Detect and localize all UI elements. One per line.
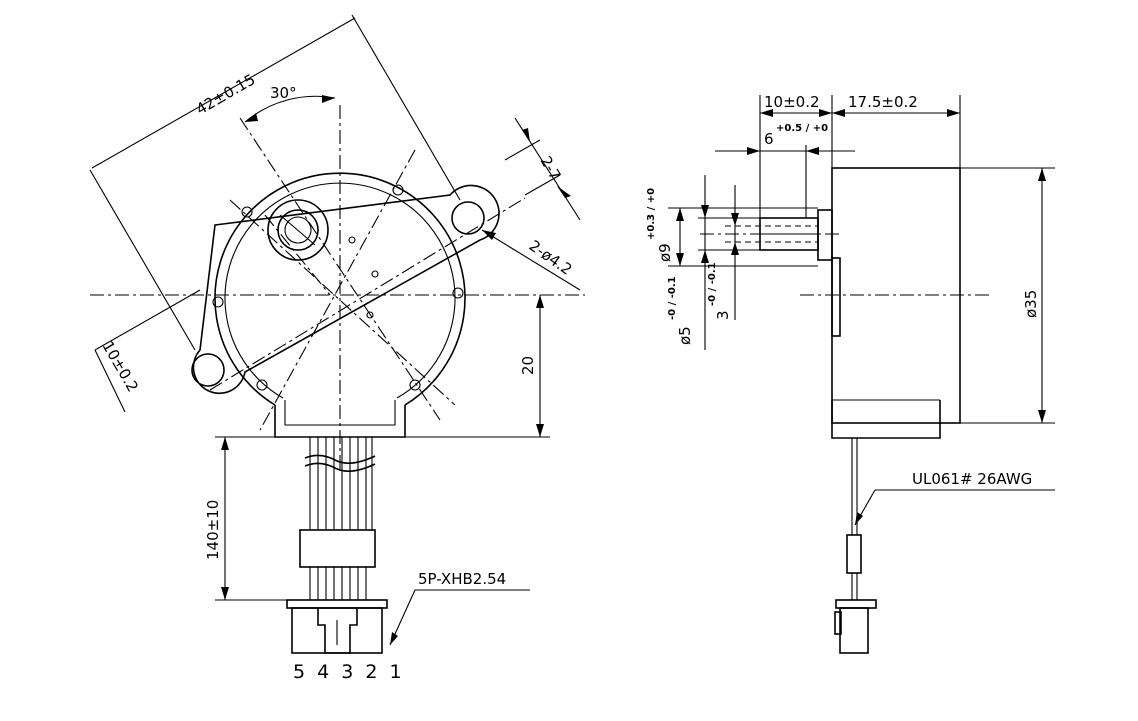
dim-20-arrow-top — [536, 295, 544, 308]
shaft-radial-centerline — [264, 214, 331, 296]
motor-body-inner-ring — [224, 182, 456, 399]
lead-wires — [304, 437, 376, 600]
side-connector-top — [835, 599, 877, 609]
hole-leader-arrow — [482, 230, 496, 240]
dim-2-7-arrow-a — [522, 128, 530, 142]
ext-10-a — [94, 289, 201, 351]
notch-6 — [409, 379, 421, 391]
dim-boss-dia: ø9 — [656, 243, 674, 262]
small-hole-2 — [371, 270, 379, 278]
dim-boss-dia-tol: +0.3 / +0 — [646, 188, 657, 240]
ext-2-7-b — [524, 174, 561, 196]
ext-line-42a — [89, 169, 196, 351]
ext-line-42b — [351, 14, 461, 201]
mount-hole-left — [191, 353, 225, 387]
dim-shaft-dia: ø5 — [676, 326, 694, 345]
notch-1 — [241, 206, 253, 218]
lead-exit-tab — [274, 405, 406, 438]
lead-exit-tab-inner — [284, 400, 396, 426]
dim-shaft-length: 10±0.2 — [764, 93, 820, 111]
side-view: UL061# 26AWG 10±0.2 17.5±0.2 6 +0.5 / +0… — [646, 93, 1055, 654]
wire-leader-arrow — [855, 512, 863, 525]
dim-140-text: 140±10 — [204, 500, 222, 560]
motor-body-outline — [214, 172, 466, 406]
diagonal-centerline-c — [229, 199, 456, 406]
connector-body — [286, 599, 388, 654]
small-hole-3 — [366, 311, 374, 319]
shaft-boss-inner — [277, 209, 319, 251]
notch-5 — [256, 379, 268, 391]
dim-flat-width: 3 — [714, 310, 732, 320]
dim-body-depth: 17.5±0.2 — [848, 93, 918, 111]
dim-140-arrow-top — [221, 437, 229, 450]
wire-spec: UL061# 26AWG — [912, 470, 1032, 488]
dim-line-42 — [91, 17, 356, 169]
side-boss — [817, 209, 833, 261]
dim-body-dia: ø35 — [1022, 290, 1040, 318]
connector-leader-arrow — [390, 632, 398, 645]
dim-20-arrow-bottom — [536, 424, 544, 437]
front-view: 5 4 3 2 1 5P-XHB2.54 42±0.15 30° 2-7 2-ø… — [89, 14, 585, 683]
notch-3 — [452, 287, 464, 299]
dim-10-text: 10±0.2 — [99, 338, 142, 395]
side-front-plate — [831, 257, 841, 337]
shaft-circle — [284, 216, 312, 244]
heat-shrink-sleeve — [299, 529, 376, 568]
angle-arrow-right — [322, 95, 335, 103]
side-lead-tab — [831, 400, 941, 439]
dim-2-7-arrow-b — [557, 186, 571, 198]
mount-axis-centerline — [209, 197, 526, 391]
diagonal-centerline-a — [239, 117, 441, 421]
shaft-flat-line — [279, 214, 316, 246]
ext-2-7-a — [504, 139, 541, 161]
dim-30-text: 30° — [270, 84, 297, 102]
connector-label: 5P-XHB2.54 — [418, 570, 506, 588]
pin-numbers: 5 4 3 2 1 — [293, 661, 405, 683]
diagonal-centerline-b — [259, 149, 416, 431]
dim-42-text: 42±0.15 — [193, 70, 258, 118]
dim-flat-length-tol: +0.5 / +0 — [776, 123, 828, 134]
side-sleeve — [846, 534, 862, 574]
side-connector-body — [839, 607, 869, 654]
dim-140-arrow-bottom — [221, 587, 229, 600]
small-hole-1 — [348, 236, 356, 244]
side-connector-latch — [834, 611, 842, 635]
dim-shaft-dia-tol: -0 / -0.1 — [667, 276, 678, 320]
mounting-flange — [192, 184, 500, 395]
angle-arrow-left — [245, 113, 258, 122]
dim-line-10 — [94, 349, 126, 413]
dim-flat-length: 6 — [764, 130, 774, 148]
shaft-boss-outer — [267, 199, 329, 261]
dim-20-text: 20 — [519, 356, 537, 375]
notch-4 — [212, 296, 224, 308]
hole-leader — [481, 229, 581, 291]
mount-hole-right — [451, 201, 485, 235]
notch-2 — [392, 184, 404, 196]
dim-flat-width-tol: -0 / -0.1 — [707, 262, 718, 306]
